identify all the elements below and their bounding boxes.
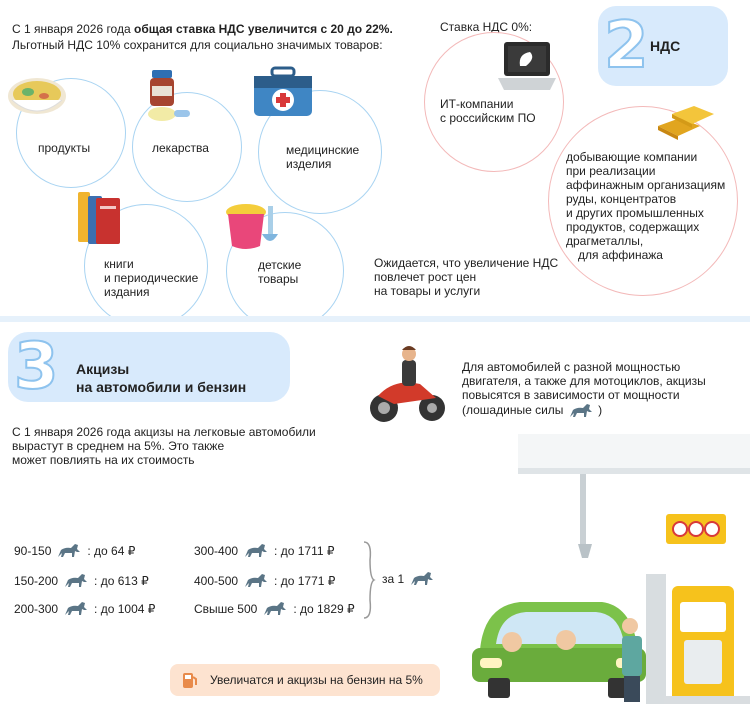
moto-line: Для автомобилей с разной мощностью bbox=[462, 360, 681, 374]
medical-label: медицинские изделия bbox=[286, 143, 359, 171]
horse-icon bbox=[569, 404, 592, 417]
first-aid-kit-icon bbox=[254, 66, 312, 116]
horse-icon bbox=[58, 544, 81, 557]
vat-intro-line2: Льготный НДС 10% сохранится для социальн… bbox=[12, 38, 383, 52]
mining-line: продуктов, содержащих bbox=[566, 220, 700, 234]
expect-line: на товары и услуги bbox=[374, 284, 481, 298]
excise-badge bbox=[8, 332, 290, 402]
vat-expectation: Ожидается, что увеличение НДС повлечет р… bbox=[374, 256, 558, 298]
vat-badge bbox=[598, 6, 728, 86]
horse-icon bbox=[264, 602, 287, 615]
fuel-pump-icon bbox=[664, 586, 750, 704]
books-label-line1: книги bbox=[104, 257, 134, 271]
moto-text: Для автомобилей с разной мощностью двига… bbox=[462, 360, 706, 420]
mining-circle bbox=[548, 106, 738, 296]
rate-row: Свыше 500 : до 1829 ₽ bbox=[194, 600, 355, 618]
mining-line: руды, концентратов bbox=[566, 192, 677, 206]
fuel-icon bbox=[183, 673, 197, 688]
it-label-line2: с российским ПО bbox=[440, 111, 536, 125]
books-label-line3: издания bbox=[104, 285, 150, 299]
gold-bars-icon bbox=[658, 106, 714, 140]
cars-line: вырастут в среднем на 5%. Это также bbox=[12, 439, 225, 453]
mining-line: при реализации bbox=[566, 164, 656, 178]
medical-label-line2: изделия bbox=[286, 157, 332, 171]
car-icon bbox=[472, 602, 646, 702]
vat-section: С 1 января 2026 года общая ставка НДС ув… bbox=[0, 0, 750, 330]
vat-intro-bold: общая ставка НДС увеличится с 20 до 22%. bbox=[133, 22, 393, 36]
fuel-note: Увеличатся и акцизы на бензин на 5% bbox=[170, 664, 440, 696]
vat-intro-line1: С 1 января 2026 года общая ставка НДС ув… bbox=[12, 22, 432, 36]
horse-icon bbox=[411, 572, 434, 585]
mining-line: драгметаллы, bbox=[566, 234, 644, 248]
cars-line: С 1 января 2026 года акцизы на легковые … bbox=[12, 425, 316, 439]
mining-line: аффинажным организациям bbox=[566, 178, 726, 192]
kids-label-line1: детские bbox=[258, 258, 302, 272]
rate-row: 150-200 : до 613 ₽ bbox=[14, 572, 149, 590]
rate-value: : до 1711 ₽ bbox=[274, 544, 335, 558]
vat-badge-label: НДС bbox=[650, 38, 681, 54]
products-label: продукты bbox=[38, 141, 91, 155]
laptop-icon bbox=[498, 42, 556, 90]
zero-rate-title: Ставка НДС 0%: bbox=[440, 20, 533, 34]
medicine-label: лекарства bbox=[152, 141, 209, 155]
excise-badge-number: 3 bbox=[13, 330, 60, 404]
it-label-line1: ИТ-компании bbox=[440, 97, 514, 111]
medical-label-line1: медицинские bbox=[286, 143, 360, 157]
books-label-line2: и периодические bbox=[104, 271, 199, 285]
rate-value: : до 1771 ₽ bbox=[274, 574, 336, 588]
excise-badge-title: Акцизы на автомобили и бензин bbox=[76, 360, 246, 396]
expect-line: повлечет рост цен bbox=[374, 270, 477, 284]
per-unit-label: за 1 bbox=[382, 572, 405, 586]
horse-icon bbox=[245, 544, 268, 557]
medicine-icon bbox=[148, 70, 190, 121]
rate-value: : до 1829 ₽ bbox=[293, 602, 355, 616]
books-icon bbox=[78, 192, 120, 244]
rate-value: : до 613 ₽ bbox=[94, 574, 149, 588]
rate-value: : до 64 ₽ bbox=[87, 544, 136, 558]
soup-icon bbox=[8, 78, 66, 114]
excise-badge-line2: на автомобили и бензин bbox=[76, 379, 247, 395]
rate-range: 400-500 bbox=[194, 574, 239, 588]
cars-line: может повлиять на их стоимость bbox=[12, 453, 195, 467]
per-unit: за 1 bbox=[382, 570, 436, 588]
rate-row: 90-150 : до 64 ₽ bbox=[14, 542, 135, 560]
moto-line: (лошадиные силы bbox=[462, 403, 564, 418]
horse-icon bbox=[65, 574, 88, 587]
rate-range: 90-150 bbox=[14, 544, 52, 558]
kids-bucket-icon bbox=[226, 204, 278, 249]
vat-intro-plain: С 1 января 2026 года bbox=[12, 22, 134, 36]
moto-close: ) bbox=[598, 403, 603, 418]
rate-range: 300-400 bbox=[194, 544, 239, 558]
kids-label: детские товары bbox=[258, 258, 301, 286]
horse-icon bbox=[65, 602, 88, 615]
rate-row: 200-300 : до 1004 ₽ bbox=[14, 600, 155, 618]
mining-line: добывающие компании bbox=[566, 150, 698, 164]
excise-badge-line1: Акцизы bbox=[76, 361, 130, 377]
moto-line: двигателя, а также для мотоциклов, акциз… bbox=[462, 374, 706, 388]
mining-line: для аффинажа bbox=[578, 248, 663, 262]
rate-range: 200-300 bbox=[14, 602, 59, 616]
cars-text: С 1 января 2026 года акцизы на легковые … bbox=[12, 425, 316, 467]
bracket-icon bbox=[363, 541, 376, 619]
kids-label-line2: товары bbox=[258, 272, 299, 286]
expect-line: Ожидается, что увеличение НДС bbox=[374, 256, 559, 270]
rate-value: : до 1004 ₽ bbox=[94, 602, 156, 616]
gas-station-icon bbox=[518, 434, 750, 704]
rate-range: 150-200 bbox=[14, 574, 59, 588]
fuel-note-text: Увеличатся и акцизы на бензин на 5% bbox=[210, 673, 423, 687]
moto-line-last: (лошадиные силы ) bbox=[462, 402, 706, 420]
rate-range: Свыше 500 bbox=[194, 602, 258, 616]
motorcycle-icon bbox=[370, 346, 445, 422]
horse-icon bbox=[245, 574, 268, 587]
moto-line: повысятся в зависимости от мощности bbox=[462, 388, 680, 402]
it-label: ИТ-компании с российским ПО bbox=[440, 97, 536, 125]
vat-badge-number: 2 bbox=[603, 9, 650, 83]
rate-row: 300-400 : до 1711 ₽ bbox=[194, 542, 335, 560]
mining-line: и других промышленных bbox=[566, 206, 704, 220]
mining-label: добывающие компании при реализации аффин… bbox=[566, 150, 736, 262]
books-label: книги и периодические издания bbox=[104, 257, 198, 299]
rate-row: 400-500 : до 1771 ₽ bbox=[194, 572, 335, 590]
